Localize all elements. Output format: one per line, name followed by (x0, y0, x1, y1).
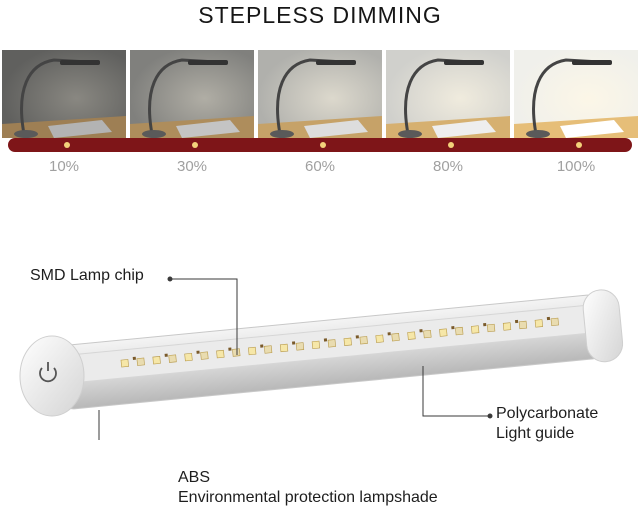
dimming-photo-80 (386, 50, 510, 138)
percent-label-60: 60% (304, 158, 336, 175)
resistor (164, 353, 168, 357)
resistor (546, 316, 551, 321)
callout-lines (98, 276, 493, 440)
guide-callout-label-2: Light guide (496, 425, 575, 442)
level-dot-60 (320, 142, 326, 148)
led-chip (311, 340, 321, 350)
dimming-photo-strip (0, 50, 640, 145)
led-chip (407, 331, 416, 340)
led-chip (248, 346, 257, 356)
guide-callout-label-1: Polycarbonate (496, 405, 599, 422)
chip-callout-line (170, 278, 238, 355)
lamp-photo-10 (2, 50, 126, 138)
led-chip (327, 339, 336, 348)
guide-callout-line (422, 366, 490, 417)
led-chip (439, 328, 448, 337)
led-chip (216, 349, 225, 359)
led-chip (359, 336, 368, 345)
led-chip (200, 351, 209, 360)
led-chip (184, 352, 193, 362)
led-chip (423, 329, 432, 339)
led-chip (279, 343, 289, 353)
resistor (260, 344, 264, 348)
lamp-left-cap (19, 335, 85, 417)
led-chip (455, 326, 464, 336)
led-chip (120, 359, 129, 368)
led-chip (232, 348, 241, 357)
level-dot-30 (192, 142, 198, 148)
dimming-scale-bar (8, 138, 632, 152)
led-chip (471, 325, 480, 334)
level-dot-80 (448, 142, 454, 148)
led-chip (550, 317, 559, 327)
resistor (228, 347, 232, 351)
dimming-photo-10 (2, 50, 126, 138)
resistor (323, 338, 328, 342)
power-icon (39, 362, 57, 383)
percent-label-30: 30% (176, 158, 208, 175)
lamp-photo-80 (386, 50, 510, 138)
resistor (387, 332, 391, 336)
led-chip (502, 322, 512, 331)
resistor (355, 335, 359, 339)
lamp-bar-illustration (19, 276, 624, 440)
percent-label-100: 100% (556, 158, 596, 175)
lamp-photo-100 (514, 50, 638, 138)
dimming-photo-30 (130, 50, 254, 138)
led-chip (391, 333, 400, 342)
dimming-photo-100 (514, 50, 638, 138)
led-chip (534, 319, 544, 328)
resistor (483, 322, 487, 327)
shade-callout-label-1: ABS (178, 469, 211, 486)
led-chip (136, 357, 145, 366)
resistor (196, 350, 200, 354)
lamp-body (50, 289, 624, 410)
led-chip-row (120, 316, 559, 368)
resistor (132, 356, 136, 360)
resistor (451, 326, 455, 330)
dimming-photo-60 (258, 50, 382, 138)
percent-label-80: 80% (432, 158, 464, 175)
led-chip (375, 334, 384, 343)
percent-label-10: 10% (48, 158, 80, 175)
page-title: STEPLESS DIMMING (198, 2, 442, 28)
chip-callout-label: SMD Lamp chip (30, 267, 144, 284)
resistor (291, 341, 296, 345)
level-dot-10 (64, 142, 70, 148)
led-chip (152, 356, 161, 365)
led-chip (486, 323, 496, 333)
led-chip (168, 354, 177, 363)
led-chip (343, 337, 352, 346)
shade-callout-line (98, 410, 100, 440)
lamp-photo-30 (130, 50, 254, 138)
level-dot-100 (576, 142, 582, 148)
led-chip (295, 342, 305, 351)
resistor (514, 319, 519, 324)
led-chip (518, 320, 528, 330)
shade-callout-label-2: Environmental protection lampshade (178, 489, 438, 506)
led-chip (263, 345, 273, 354)
resistor (419, 329, 423, 333)
lamp-photo-60 (258, 50, 382, 138)
